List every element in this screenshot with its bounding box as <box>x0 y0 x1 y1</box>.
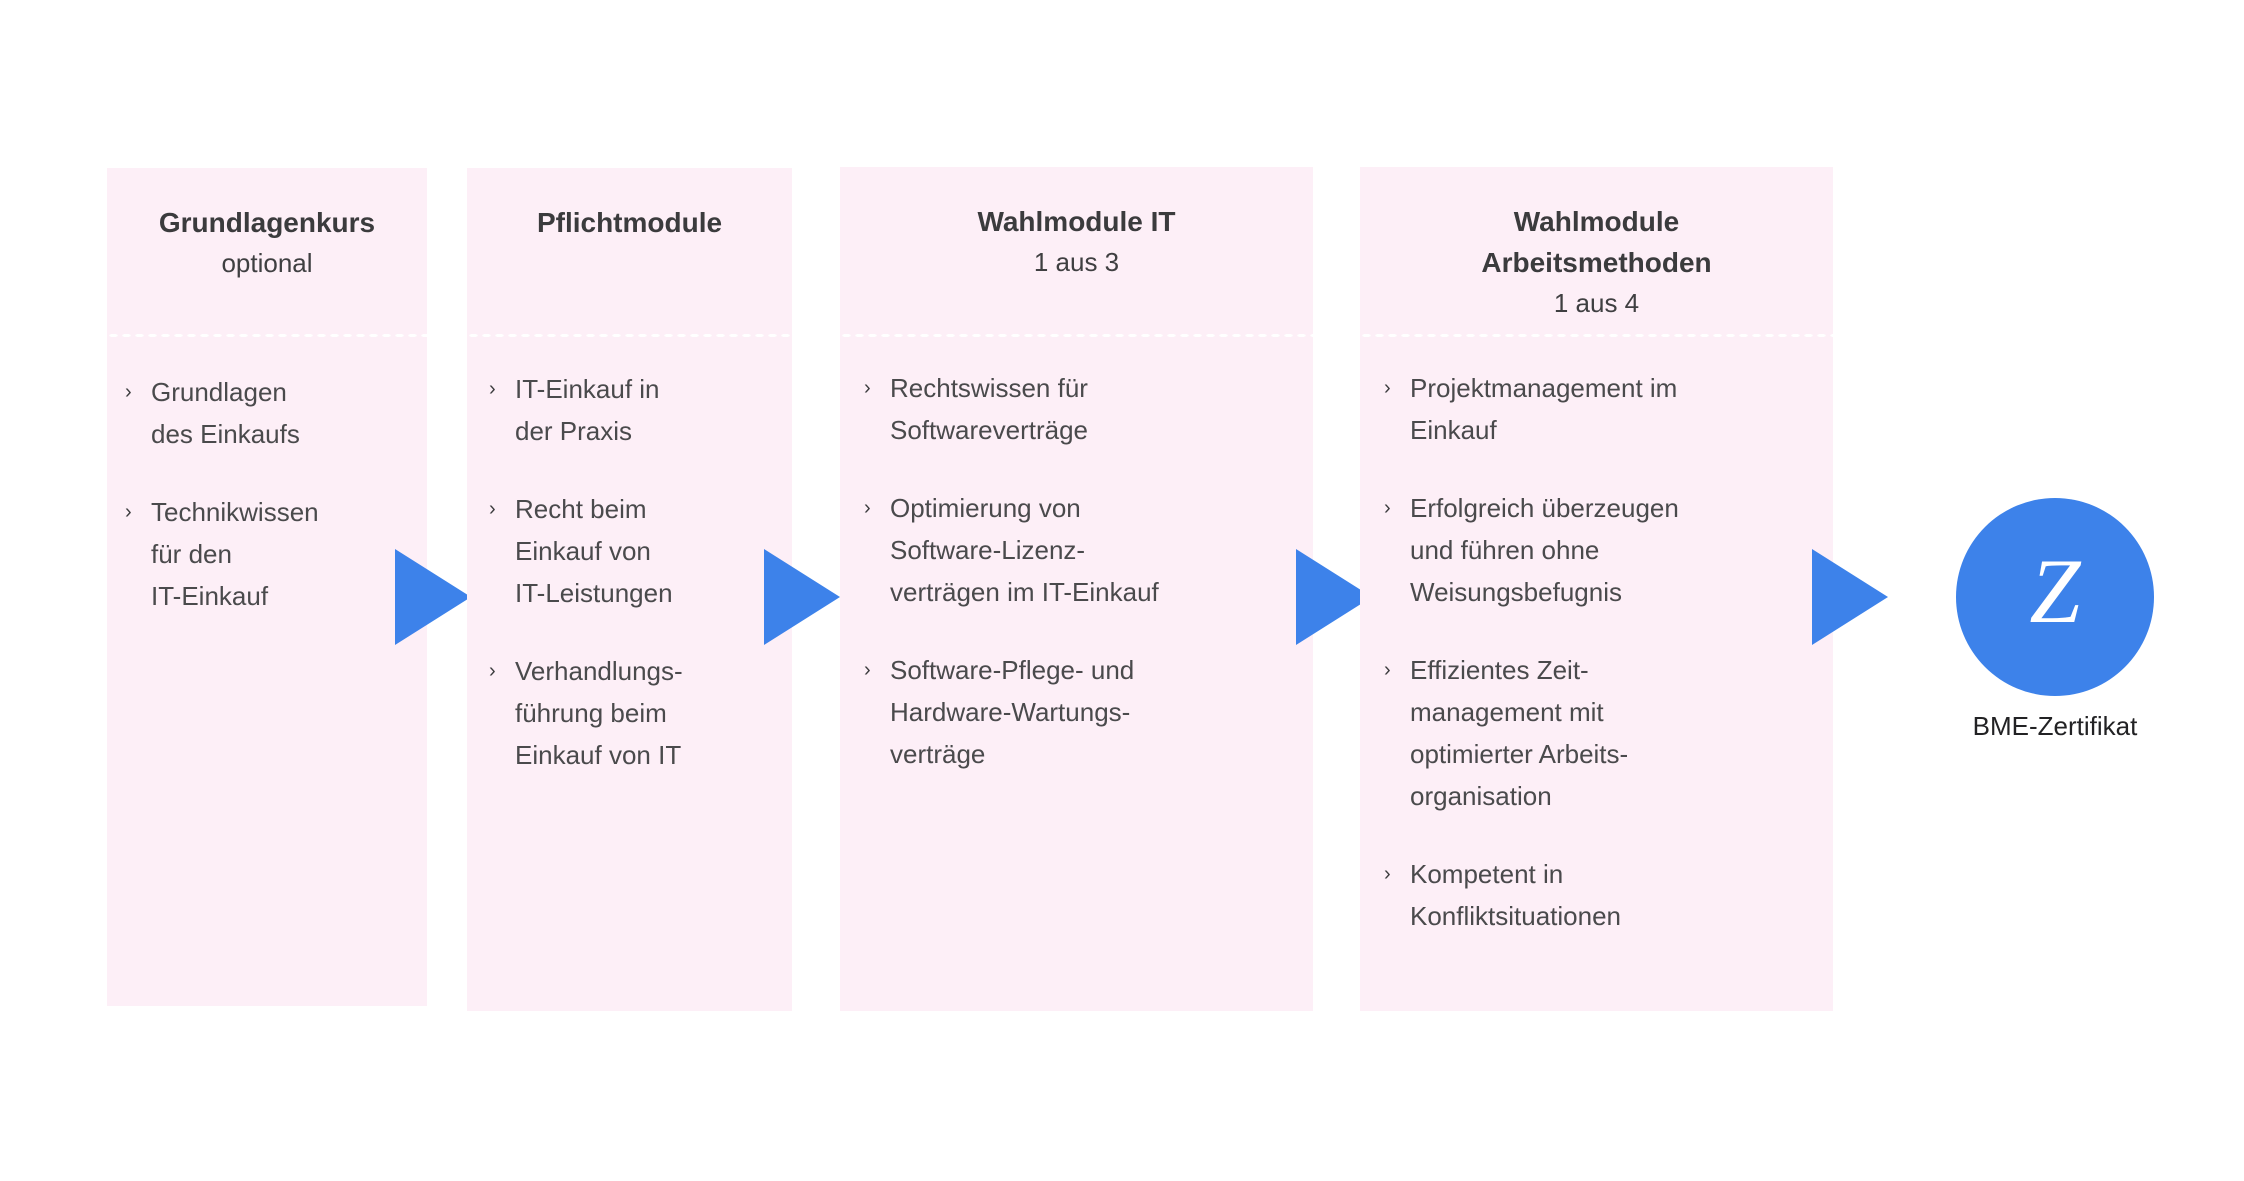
column-subtitle: 1 aus 3 <box>1033 247 1120 277</box>
module-column-grundlagenkurs: Grundlagenkurs optional › Grundlagen des… <box>107 168 427 1006</box>
header-divider <box>107 333 427 338</box>
list-item[interactable]: › Erfolgreich überzeugen und führen ohne… <box>1384 487 1815 613</box>
certificate-circle: Z <box>1956 498 2154 696</box>
header-divider <box>840 333 1313 338</box>
list-item[interactable]: › Effizientes Zeit- management mit optim… <box>1384 649 1815 817</box>
column-subtitle: optional <box>221 248 313 278</box>
column-header: Wahlmodule Arbeitsmethoden 1 aus 4 <box>1360 201 1833 324</box>
bullet-arrow-icon: › <box>1384 863 1391 885</box>
list-item[interactable]: › Software-Pflege- und Hardware-Wartungs… <box>864 649 1295 775</box>
module-column-pflichtmodule: Pflichtmodule › IT-Einkauf in der Praxis… <box>467 168 792 1011</box>
column-title: Pflichtmodule <box>536 207 723 238</box>
column-header: Grundlagenkurs optional <box>107 202 427 284</box>
list-item-label: Verhandlungs- führung beim Einkauf von I… <box>515 656 683 770</box>
list-item-label: Erfolgreich überzeugen und führen ohne W… <box>1410 493 1679 607</box>
bullet-arrow-icon: › <box>864 377 871 399</box>
z-letter-icon: Z <box>2029 540 2081 642</box>
list-item[interactable]: › Kompetent in Konfliktsituationen <box>1384 853 1815 937</box>
bullet-arrow-icon: › <box>489 498 496 520</box>
list-item[interactable]: › Projektmanagement im Einkauf <box>1384 367 1815 451</box>
module-list: › Grundlagen des Einkaufs › Technikwisse… <box>107 371 427 653</box>
bullet-arrow-icon: › <box>125 501 132 523</box>
bullet-arrow-icon: › <box>125 381 132 403</box>
list-item-label: Effizientes Zeit- management mit optimie… <box>1410 655 1629 811</box>
list-item[interactable]: › Rechtswissen für Softwareverträge <box>864 367 1295 451</box>
list-item-label: Optimierung von Software-Lizenz- verträg… <box>890 493 1159 607</box>
column-title: Wahlmodule IT <box>977 206 1176 237</box>
list-item-label: Projektmanagement im Einkauf <box>1410 373 1678 445</box>
module-list: › IT-Einkauf in der Praxis › Recht beim … <box>467 368 792 812</box>
list-item-label: Software-Pflege- und Hardware-Wartungs- … <box>890 655 1135 769</box>
module-list: › Projektmanagement im Einkauf › Erfolgr… <box>1360 367 1833 973</box>
column-title: Wahlmodule Arbeitsmethoden <box>1481 206 1712 278</box>
header-divider <box>1360 333 1833 338</box>
list-item-label: IT-Einkauf in der Praxis <box>515 374 660 446</box>
bullet-arrow-icon: › <box>1384 497 1391 519</box>
module-list: › Rechtswissen für Softwareverträge › Op… <box>840 367 1313 811</box>
arrow-right-icon <box>1812 549 1888 645</box>
list-item-label: Recht beim Einkauf von IT-Leistungen <box>515 494 673 608</box>
list-item-label: Kompetent in Konfliktsituationen <box>1410 859 1622 931</box>
list-item[interactable]: › IT-Einkauf in der Praxis <box>489 368 774 452</box>
column-title: Grundlagenkurs <box>158 207 376 238</box>
certificate-badge[interactable]: Z BME-Zertifikat <box>1930 498 2180 742</box>
bullet-arrow-icon: › <box>489 660 496 682</box>
arrow-right-icon <box>395 549 471 645</box>
module-column-wahlmodule-it: Wahlmodule IT 1 aus 3 › Rechtswissen für… <box>840 167 1313 1011</box>
bullet-arrow-icon: › <box>864 497 871 519</box>
list-item-label: Technikwissen für den IT-Einkauf <box>151 497 319 611</box>
bullet-arrow-icon: › <box>864 659 871 681</box>
list-item[interactable]: › Recht beim Einkauf von IT-Leistungen <box>489 488 774 614</box>
list-item[interactable]: › Grundlagen des Einkaufs <box>125 371 405 455</box>
list-item-label: Rechtswissen für Softwareverträge <box>890 373 1088 445</box>
bullet-arrow-icon: › <box>1384 377 1391 399</box>
list-item[interactable]: › Optimierung von Software-Lizenz- vertr… <box>864 487 1295 613</box>
list-item[interactable]: › Technikwissen für den IT-Einkauf <box>125 491 405 617</box>
arrow-right-icon <box>1296 549 1372 645</box>
column-subtitle: 1 aus 4 <box>1553 288 1640 318</box>
list-item-label: Grundlagen des Einkaufs <box>151 377 300 449</box>
arrow-right-icon <box>764 549 840 645</box>
certificate-caption: BME-Zertifikat <box>1972 711 2138 741</box>
bullet-arrow-icon: › <box>1384 659 1391 681</box>
module-column-wahlmodule-arbeitsmethoden: Wahlmodule Arbeitsmethoden 1 aus 4 › Pro… <box>1360 167 1833 1011</box>
column-header: Wahlmodule IT 1 aus 3 <box>840 201 1313 283</box>
header-divider <box>467 333 792 338</box>
list-item[interactable]: › Verhandlungs- führung beim Einkauf von… <box>489 650 774 776</box>
column-header: Pflichtmodule <box>467 202 792 243</box>
bullet-arrow-icon: › <box>489 378 496 400</box>
